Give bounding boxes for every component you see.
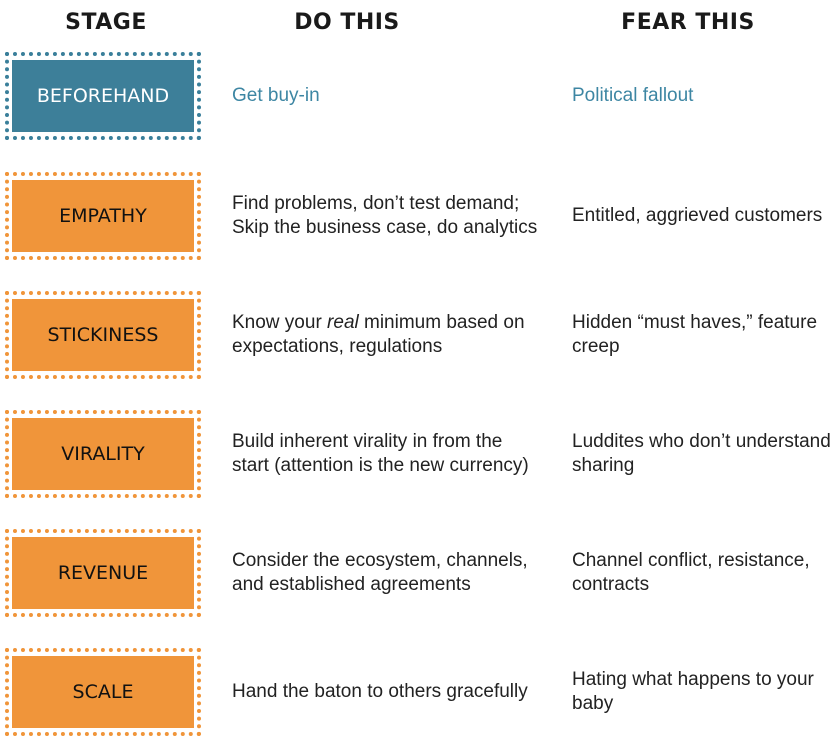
- do-this-text: Hand the baton to others gracefully: [232, 648, 562, 736]
- do-this-line: and established agreements: [232, 574, 471, 595]
- do-this-line: expectations, regulations: [232, 336, 443, 357]
- fear-this-line: contracts: [572, 574, 650, 595]
- stage-dotted-frame: [5, 529, 201, 617]
- stage-box-beforehand: BEFOREHAND: [12, 60, 194, 132]
- stage-row-scale: SCALE Hand the baton to others gracefull…: [0, 648, 840, 744]
- stage-dotted-frame: [5, 52, 201, 140]
- stage-row-beforehand: BEFOREHAND Get buy-in Political fallout: [0, 52, 840, 148]
- stage-box-stickiness: STICKINESS: [12, 299, 194, 371]
- stage-column-header: STAGE: [65, 10, 147, 35]
- fear-this-line: Hating what happens to your: [572, 669, 814, 690]
- do-this-line: Find problems, don’t test demand;: [232, 193, 520, 214]
- fear-this-column-header: FEAR THIS: [621, 10, 755, 35]
- do-this-text: Consider the ecosystem, channels, and es…: [232, 529, 562, 617]
- stage-row-empathy: EMPATHY Find problems, don’t test demand…: [0, 172, 840, 268]
- do-this-column-header: DO THIS: [294, 10, 400, 35]
- fear-this-line: Channel conflict, resistance,: [572, 550, 810, 571]
- fear-this-text: Luddites who don’t understand sharing: [572, 410, 840, 498]
- do-this-text: Get buy-in: [232, 52, 562, 140]
- fear-this-text: Hidden “must haves,” feature creep: [572, 291, 840, 379]
- do-this-text: Know your real minimum based on expectat…: [232, 291, 562, 379]
- stage-box-empathy: EMPATHY: [12, 180, 194, 252]
- do-this-text: Build inherent virality in from the star…: [232, 410, 562, 498]
- stage-box-revenue: REVENUE: [12, 537, 194, 609]
- fear-this-line: Entitled, aggrieved customers: [572, 205, 823, 226]
- do-this-line: Consider the ecosystem, channels,: [232, 550, 528, 571]
- do-this-line-end: minimum based on: [358, 312, 525, 333]
- fear-this-line: Luddites who don’t understand: [572, 431, 831, 452]
- do-this-line: start (attention is the new currency): [232, 455, 529, 476]
- stage-box-scale: SCALE: [12, 656, 194, 728]
- fear-this-text: Entitled, aggrieved customers: [572, 172, 840, 260]
- fear-this-text: Hating what happens to your baby: [572, 648, 840, 736]
- fear-this-line: Hidden “must haves,” feature: [572, 312, 818, 333]
- stage-dotted-frame: [5, 648, 201, 736]
- do-this-line: Know your real minimum based on: [232, 311, 562, 335]
- stage-dotted-frame: [5, 410, 201, 498]
- stage-box-virality: VIRALITY: [12, 418, 194, 490]
- do-this-line-start: Know your: [232, 312, 328, 333]
- fear-this-line: sharing: [572, 455, 635, 476]
- do-this-text: Find problems, don’t test demand; Skip t…: [232, 172, 562, 260]
- stage-row-stickiness: STICKINESS Know your real minimum based …: [0, 291, 840, 387]
- stage-row-virality: VIRALITY Build inherent virality in from…: [0, 410, 840, 506]
- stage-dotted-frame: [5, 291, 201, 379]
- stage-dotted-frame: [5, 172, 201, 260]
- fear-this-text: Political fallout: [572, 52, 840, 140]
- stage-row-revenue: REVENUE Consider the ecosystem, channels…: [0, 529, 840, 625]
- fear-this-line: baby: [572, 693, 614, 714]
- do-this-line: Hand the baton to others gracefully: [232, 681, 528, 702]
- do-this-line: Build inherent virality in from the: [232, 431, 503, 452]
- do-this-line: Get buy-in: [232, 85, 320, 106]
- do-this-line: Skip the business case, do analytics: [232, 217, 538, 238]
- fear-this-text: Channel conflict, resistance, contracts: [572, 529, 840, 617]
- emphasis-real: real: [327, 312, 359, 333]
- fear-this-line: Political fallout: [572, 85, 694, 106]
- fear-this-line: creep: [572, 336, 620, 357]
